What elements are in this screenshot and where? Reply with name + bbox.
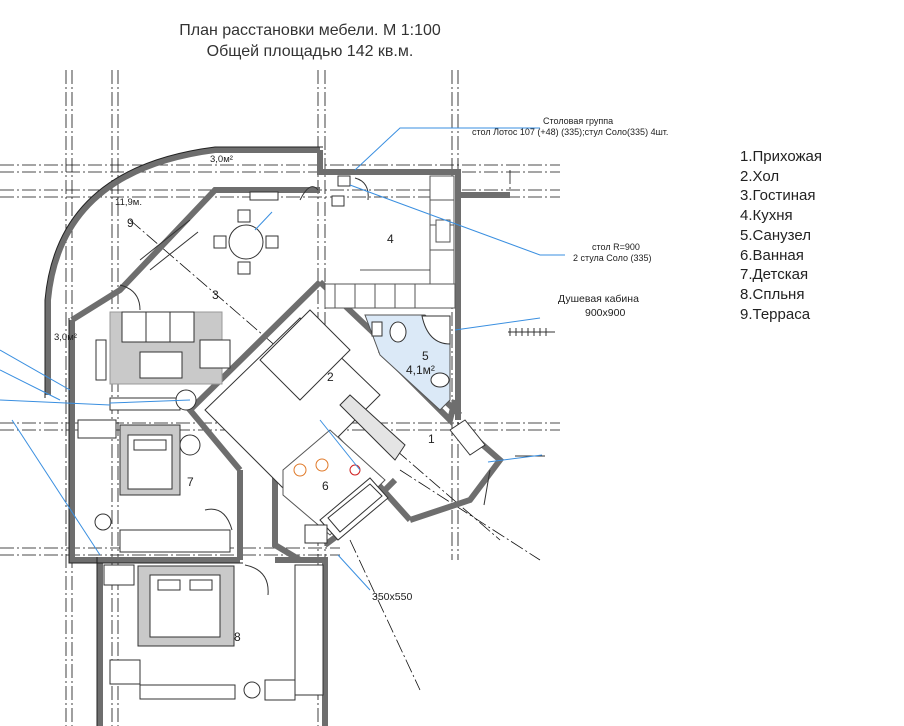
sofa bbox=[95, 311, 231, 381]
room-legend: 1.Прихожая 2.Хол 3.Гостиная 4.Кухня 5.Са… bbox=[740, 147, 822, 324]
legend-item-8: 8.Спльня bbox=[740, 285, 805, 303]
room-label-6: 6 bbox=[322, 479, 329, 493]
room-label-9: 9 bbox=[127, 216, 134, 230]
bathtub bbox=[304, 477, 389, 544]
plan-title: План расстановки мебели. М 1:100 bbox=[179, 22, 441, 39]
terrace-furniture bbox=[139, 191, 279, 271]
annotation-leaders bbox=[0, 127, 565, 591]
hatch-marks bbox=[508, 328, 555, 457]
plan-subtitle: Общей площадью 142 кв.м. bbox=[206, 43, 414, 60]
chairs-label: 2 стула Соло (335) bbox=[573, 253, 651, 263]
room-label-2: 2 bbox=[327, 370, 334, 384]
kitchen-counter bbox=[324, 175, 456, 309]
shower-title: Душевая кабина bbox=[558, 293, 639, 305]
legend-item-9: 9.Терраса bbox=[740, 305, 811, 323]
legend-item-4: 4.Кухня bbox=[740, 207, 793, 225]
room-label-8: 8 bbox=[234, 630, 241, 644]
room-label-3: 3 bbox=[212, 288, 219, 302]
legend-item-6: 6.Ванная bbox=[740, 246, 804, 264]
entrance-cabinet bbox=[449, 419, 491, 506]
legend-item-3: 3.Гостиная bbox=[740, 187, 816, 205]
legend-item-1: 1.Прихожая bbox=[740, 148, 823, 165]
room-label-7: 7 bbox=[187, 475, 194, 489]
bathtub-size: 350х550 bbox=[372, 591, 412, 603]
dining-table bbox=[213, 209, 279, 275]
shower-cabin bbox=[371, 315, 451, 388]
kids-bed bbox=[77, 419, 231, 553]
wall-outline bbox=[44, 146, 323, 726]
area-terrace-left: 3,0м² bbox=[54, 332, 77, 343]
door-arcs bbox=[119, 177, 369, 596]
master-bed bbox=[103, 564, 324, 701]
area-terrace-top: 3,0м² bbox=[210, 154, 233, 165]
area-bath: 4,1м² bbox=[406, 363, 435, 377]
area-terrace-main: 11,9м. bbox=[115, 197, 142, 208]
room-label-4: 4 bbox=[387, 232, 394, 246]
legend-item-2: 2.Хол bbox=[740, 167, 780, 185]
hall-furniture bbox=[204, 309, 406, 491]
room-label-5: 5 bbox=[422, 349, 429, 363]
small-table bbox=[331, 175, 351, 207]
bathroom-5-tile bbox=[364, 314, 451, 411]
room-label-1: 1 bbox=[428, 432, 435, 446]
legend-item-5: 5.Санузел bbox=[740, 226, 811, 244]
table-radius-label: стол R=900 bbox=[592, 242, 640, 252]
legend-item-7: 7.Детская bbox=[740, 266, 809, 284]
dining-group-title: Столовая группа bbox=[543, 116, 613, 126]
shower-size: 900х900 bbox=[585, 307, 625, 319]
dining-group-desc: стол Лотос 107 (+48) (335);стул Соло(335… bbox=[472, 127, 668, 137]
